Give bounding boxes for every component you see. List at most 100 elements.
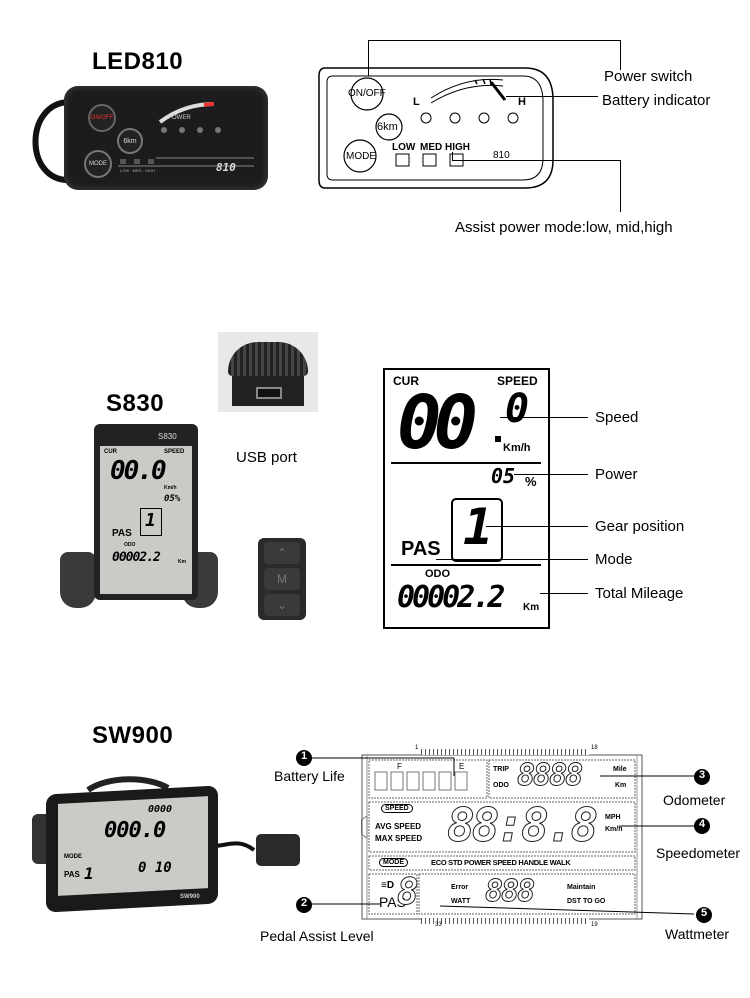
label-speedometer: Speedometer [656,845,741,861]
up-button[interactable]: ⌃ [264,542,300,564]
led810-diag-6km: 6km [377,121,398,133]
led810-diag-mode: MODE [346,151,376,162]
s830-diag-pas: PAS [401,538,441,560]
sw900-diag-watt: WATT [451,898,471,905]
sw900-diag-km: Km [615,782,627,789]
sw900-device: 0000 000.0 MODE PAS 1 0 10 SW900 [28,774,308,913]
s830-device-km: Km [178,559,187,565]
label-mode: Mode [595,551,633,568]
sw900-diag-watt-value: 888 [484,874,535,910]
led810-levels-label: LOW - MED - HIGH [120,168,156,173]
down-button[interactable]: ⌄ [264,594,300,616]
led810-model-label: 810 [216,161,236,174]
sw900-diag-odo: ODO [493,782,509,789]
led810-diag-onoff: ON/OFF [348,88,386,99]
s830-diag-gear: 1 [463,498,494,556]
sw900-diag-bot-right: 19 [591,922,598,928]
s830-control-pad: ⌃ M ⌄ [258,538,306,620]
label-battery-indicator: Battery indicator [602,92,711,109]
s830-diag-pct: % [525,474,537,489]
sw900-device-pas-value: 1 [84,864,94,883]
callout-marker-5: 5 [700,907,708,919]
label-power-switch: Power switch [604,68,693,85]
s830-device-gear: 1 [145,510,156,531]
menu-button[interactable]: M [264,568,300,590]
led810-6km-label: 6km [123,137,137,145]
sw900-device-speed: 000.0 [104,818,166,843]
label-usb-port: USB port [236,449,297,466]
sw900-diag-error: Error [451,884,469,891]
s830-device-odo: ODO [124,542,136,548]
sw900-diag-pas-value: 8 [397,872,420,914]
sw900-device-model: SW900 [180,894,200,900]
sw900-diag-maintain: Maintain [567,884,596,891]
sw900-diag-e: E [459,762,465,771]
led810-diagram: ON/OFF L H 6km MODE LOW MED HIGH 810 [315,60,555,192]
s830-diag-mileage: 00002.2 [397,580,505,615]
usb-port-icon [256,387,282,399]
sw900-diag-avg: AVG SPEED [375,822,422,831]
led810-diag-h: H [518,96,526,108]
s830-title: S830 [106,390,165,417]
s830-device-unit: Km/h [164,485,177,491]
label-gear-position: Gear position [595,518,685,535]
s830-device-model: S830 [158,432,177,441]
label-power: Power [595,466,638,483]
s830-device-cur: CUR [104,449,117,455]
sw900-diag-mile: Mile [613,766,627,773]
s830-device-pas: PAS [112,528,132,539]
led810-onoff-button[interactable]: ON/OFF [88,104,116,132]
led810-6km-button[interactable]: 6km [117,128,143,154]
label-battery-life: Battery Life [274,768,345,784]
sw900-diagram: 1 18 33 19 F E TRIP ODO 8888 Mile Km SPE… [361,745,643,928]
led810-diag-model: 810 [493,150,510,161]
led810-face [118,102,254,167]
led810-mode-button[interactable]: MODE [84,150,112,178]
usb-port-photo [218,332,318,412]
s830-diag-speed-label: SPEED [497,374,538,388]
callout-marker-1: 1 [300,750,308,762]
led810-device: ON/OFF 6km MODE POWER LOW - MED - HIGH 8… [24,82,274,194]
sw900-diagram-outline [361,754,643,920]
sw900-diag-max: MAX SPEED [375,834,423,843]
label-odometer: Odometer [663,792,726,808]
label-pedal-assist-level: Pedal Assist Level [260,928,374,944]
s830-diag-dot [495,436,501,442]
s830-diag-speed-int: 00 [397,380,478,466]
sw900-diag-bot-left: 33 [435,922,442,928]
s830-diag-speed-dec: 0 [505,386,530,432]
sw900-diag-f: F [397,762,402,771]
sw900-diag-speed-badge: SPEED [381,804,413,813]
s830-device-speed-value: 00.0 [110,456,167,486]
sw900-diag-top-left: 1 [415,745,419,751]
headlight-icon: ≡D [381,880,395,891]
s830-device-speed: SPEED [164,449,185,455]
led810-diagram-outline [318,67,554,189]
sw900-diag-dst: DST TO GO [567,898,606,905]
led810-onoff-label: ON/OFF [90,115,114,121]
s830-diagram: CUR SPEED 00 0 Km/h 05 % 1 PAS ODO 00002… [383,368,550,629]
sw900-diag-mph: MPH [605,814,621,821]
s830-diag-odo: ODO [425,568,451,580]
sw900-title: SW900 [92,722,174,749]
s830-diag-unit: Km/h [503,442,531,454]
sw900-device-mode: MODE [64,854,82,860]
led810-power-label: POWER [168,115,191,121]
sw900-diag-odo-value: 8888 [516,758,583,794]
callout-marker-3: 3 [698,769,706,781]
sw900-diag-modes: ECO STD POWER SPEED HANDLE WALK [431,858,571,867]
led810-diag-med: MED [420,142,443,153]
s830-diag-power: 05 [491,464,516,488]
s830-device: S830 CUR SPEED 00.0 Km/h 05% PAS 1 ODO 0… [54,424,224,620]
led810-diag-low: LOW [392,142,416,153]
sw900-diag-mode-badge: MODE [379,858,408,867]
callout-marker-2: 2 [300,897,308,909]
s830-diag-gear-box [451,498,503,562]
label-assist-power-mode: Assist power mode:low, mid,high [455,219,673,236]
led810-title: LED810 [92,48,184,75]
s830-device-gear-box [140,508,162,536]
led810-cable [32,99,71,184]
s830-device-mileage: 00002.2 [112,550,161,565]
sw900-top-ticks [421,749,589,755]
led810-mode-label: MODE [89,161,107,167]
